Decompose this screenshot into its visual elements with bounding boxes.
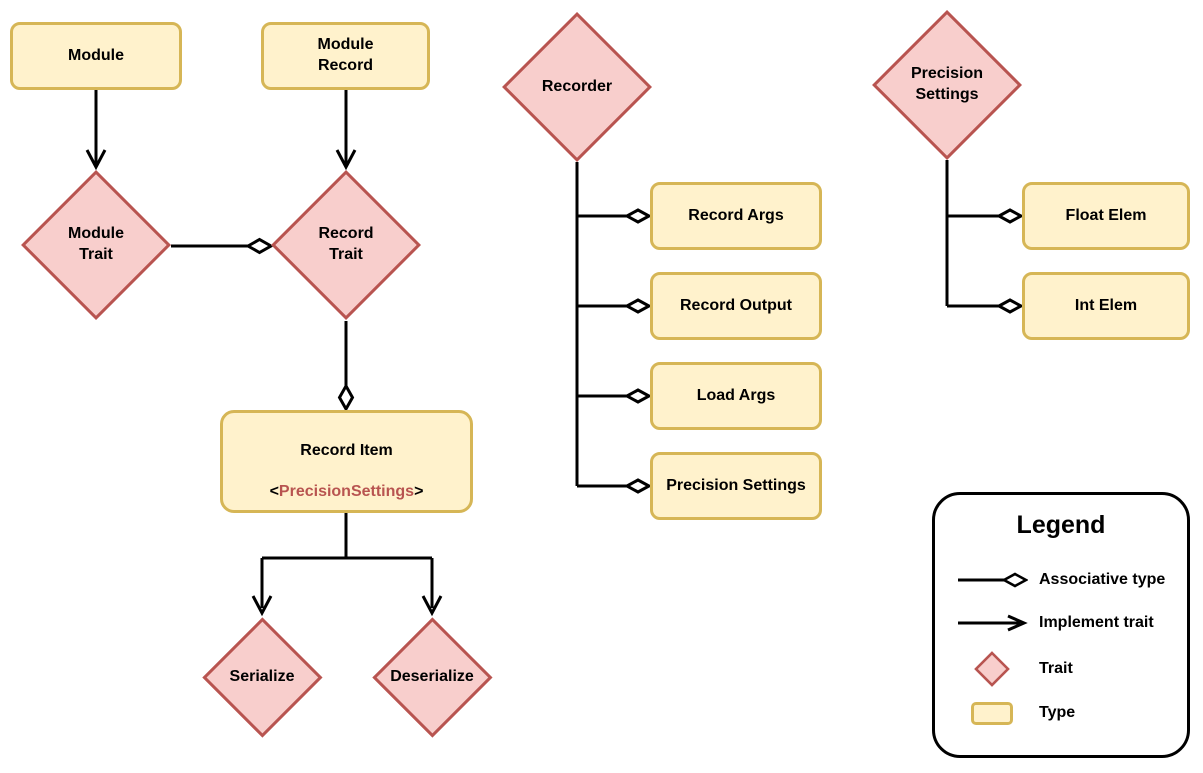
edge-record-item-split [262, 513, 432, 560]
node-record-output[interactable]: Record Output [650, 272, 822, 340]
edge-module-to-module-trait [85, 90, 107, 171]
node-recorder[interactable]: Recorder [502, 12, 652, 162]
node-record-output-label: Record Output [680, 296, 792, 314]
edge-record-item-to-serialize [251, 558, 273, 617]
record-item-title: Record Item [300, 441, 393, 459]
legend-label-trait: Trait [1039, 660, 1073, 677]
legend-row-associative-type: Associative type [955, 560, 1181, 600]
node-module-trait-label: Module Trait [68, 225, 124, 263]
edge-record-trait-to-record-item [337, 321, 355, 413]
edge-record-item-to-deserialize [421, 558, 443, 617]
node-module-label: Module [68, 46, 124, 64]
node-module-record[interactable]: Module Record [261, 22, 430, 90]
associative-type-icon [958, 572, 1028, 588]
node-record-args-label: Record Args [688, 206, 784, 224]
node-deserialize-label: Deserialize [390, 667, 474, 685]
node-record-trait[interactable]: Record Trait [271, 170, 421, 320]
node-load-args-label: Load Args [696, 386, 776, 404]
legend-panel: Legend Associative type Implement trait [932, 492, 1190, 758]
node-int-elem-label: Int Elem [1074, 296, 1138, 314]
edge-precision-settings-to-int-elem [947, 298, 1025, 314]
edge-module-trait-to-record-trait [171, 237, 275, 255]
node-precision-settings-trait[interactable]: Precision Settings [872, 10, 1022, 160]
node-float-elem-label: Float Elem [1065, 206, 1147, 224]
legend-row-implement-trait: Implement trait [955, 603, 1181, 643]
node-precision-settings-type[interactable]: Precision Settings [650, 452, 822, 520]
node-int-elem[interactable]: Int Elem [1022, 272, 1190, 340]
node-deserialize[interactable]: Deserialize [372, 617, 492, 737]
node-module-trait[interactable]: Module Trait [21, 170, 171, 320]
record-item-generic-name: PrecisionSettings [278, 483, 415, 501]
node-record-item-label: Record Item <PrecisionSettings> [267, 420, 427, 503]
legend-label-implement-trait: Implement trait [1039, 614, 1154, 631]
legend-label-associative-type: Associative type [1039, 571, 1166, 588]
node-recorder-label: Recorder [541, 77, 613, 95]
type-box-icon [971, 701, 1013, 725]
trait-diamond-icon [974, 651, 1010, 687]
edge-recorder-to-precision-settings [577, 478, 653, 494]
edge-module-record-to-record-trait [335, 90, 357, 171]
edge-precision-settings-to-float-elem [947, 208, 1025, 224]
node-record-item[interactable]: Record Item <PrecisionSettings> [220, 410, 473, 513]
legend-label-type: Type [1039, 704, 1076, 721]
node-record-trait-label: Record Trait [318, 225, 374, 263]
node-precision-settings-trait-label: Precision Settings [910, 65, 984, 103]
implement-trait-icon [958, 614, 1028, 632]
legend-row-type: Type [955, 693, 1181, 733]
edge-recorder-to-load-args [577, 388, 653, 404]
node-record-args[interactable]: Record Args [650, 182, 822, 250]
legend-title: Legend [1016, 511, 1106, 539]
record-item-generic-open: < [269, 483, 279, 501]
legend-row-trait: Trait [955, 649, 1181, 689]
node-module-record-label: Module Record [317, 36, 374, 74]
edge-recorder-to-record-output [577, 298, 653, 314]
node-load-args[interactable]: Load Args [650, 362, 822, 430]
record-item-generic-close: > [414, 483, 424, 501]
edge-recorder-to-record-args [577, 208, 653, 224]
node-precision-settings-type-label: Precision Settings [666, 476, 806, 494]
node-module[interactable]: Module [10, 22, 182, 90]
node-float-elem[interactable]: Float Elem [1022, 182, 1190, 250]
node-serialize[interactable]: Serialize [202, 617, 322, 737]
node-serialize-label: Serialize [229, 667, 295, 685]
